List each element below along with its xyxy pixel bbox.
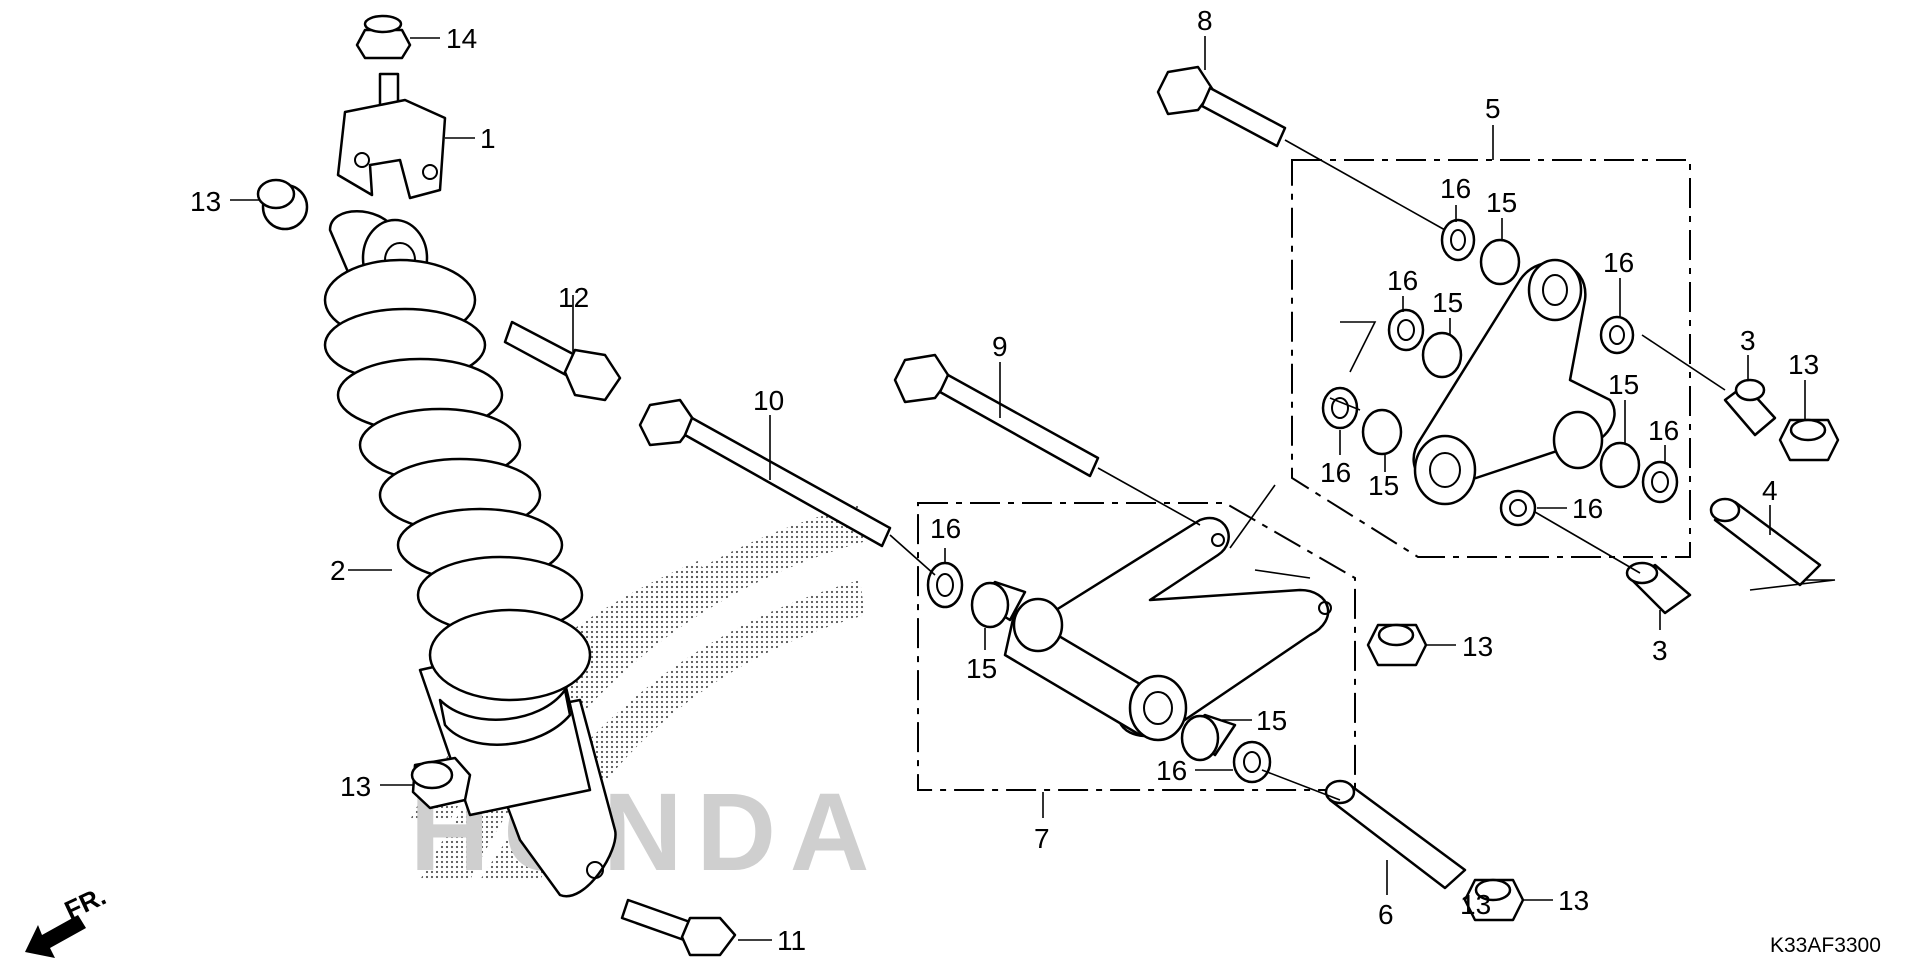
assembly-box-5 [1291,159,1691,558]
callout-16: 16 [1387,265,1418,296]
callout-2: 2 [330,555,346,586]
part-15-bearing-box5-d [1599,441,1641,489]
part-5-cushion-arm [1412,258,1616,506]
part-16-seal-box5-e [1641,460,1679,504]
part-16-seal-box5-a [1440,218,1476,262]
part-12-bolt [503,320,622,402]
part-4-pin [1709,497,1822,587]
part-16-seal-box7-a [926,561,964,609]
part-15-bearing-box7-a [970,580,1027,629]
part-9-long-bolt [893,353,1100,478]
part-3-collar-lower [1625,561,1692,615]
part-11-bolt [620,898,737,957]
callout-12: 12 [558,282,589,313]
callout-15: 15 [1608,369,1639,400]
part-13-nut-upper-left [256,178,309,231]
callout-16: 16 [930,513,961,544]
callout-13: 13 [1460,889,1491,920]
assembly-box-7 [917,502,1356,791]
part-15-bearing-box7-b [1180,713,1237,762]
callout-6: 6 [1378,899,1394,930]
front-direction-label: FR. [60,881,111,926]
part-13-nut-right-upper [1778,418,1840,462]
part-13-nut-lower-left [410,756,472,810]
callout-labels: 14 1 13 12 2 10 9 8 5 16 15 16 15 16 3 1… [190,5,1819,956]
callout-15: 15 [966,653,997,684]
callout-13: 13 [1558,885,1589,916]
callout-15: 15 [1256,705,1287,736]
drawing-code: K33AF3300 [1770,934,1881,957]
part-8-bolt [1156,65,1287,148]
callout-15: 15 [1432,287,1463,318]
callout-3: 3 [1652,635,1668,666]
part-13-nut-bottom [1463,878,1525,922]
part-3-collar-upper [1723,378,1777,437]
callout-15: 15 [1486,187,1517,218]
part-13-nut-center [1366,623,1428,667]
part-16-seal-box5-b [1387,308,1425,352]
callout-16: 16 [1603,247,1634,278]
callout-3: 3 [1740,325,1756,356]
part-7-link-assembly [1003,516,1332,742]
part-16-seal-box5-c [1321,386,1359,430]
part-14-nut [355,14,412,60]
callout-1: 1 [480,123,496,154]
part-15-bearing-box5-c [1361,408,1403,456]
callout-7: 7 [1034,823,1050,854]
callout-16: 16 [1440,173,1471,204]
callout-5: 5 [1485,93,1501,124]
callout-15: 15 [1368,470,1399,501]
callout-13: 13 [340,771,371,802]
leader-lines [230,36,1806,941]
part-16-seal-box5-f [1499,489,1537,527]
part-16-seal-box7-b [1232,740,1272,784]
part-10-long-bolt [638,398,892,548]
callout-13: 13 [1788,349,1819,380]
callout-16: 16 [1156,755,1187,786]
callout-13: 13 [190,186,221,217]
part-6-pin [1324,779,1467,890]
front-direction-marker: FR. [25,881,111,958]
callout-13: 13 [1462,631,1493,662]
callout-10: 10 [753,385,784,416]
assembly-lines [889,139,1836,801]
callout-16: 16 [1648,415,1679,446]
part-1-upper-bracket [336,72,447,200]
callout-14: 14 [446,23,477,54]
callout-16: 16 [1572,493,1603,524]
part-16-seal-box5-d [1599,315,1635,355]
callout-4: 4 [1762,475,1778,506]
arrow-down-left-icon [25,915,86,958]
callout-11: 11 [777,925,806,956]
part-15-bearing-box5-a [1479,238,1521,286]
callout-16: 16 [1320,457,1351,488]
part-15-bearing-box5-b [1421,331,1463,379]
callout-9: 9 [992,331,1008,362]
callout-8: 8 [1197,5,1213,36]
